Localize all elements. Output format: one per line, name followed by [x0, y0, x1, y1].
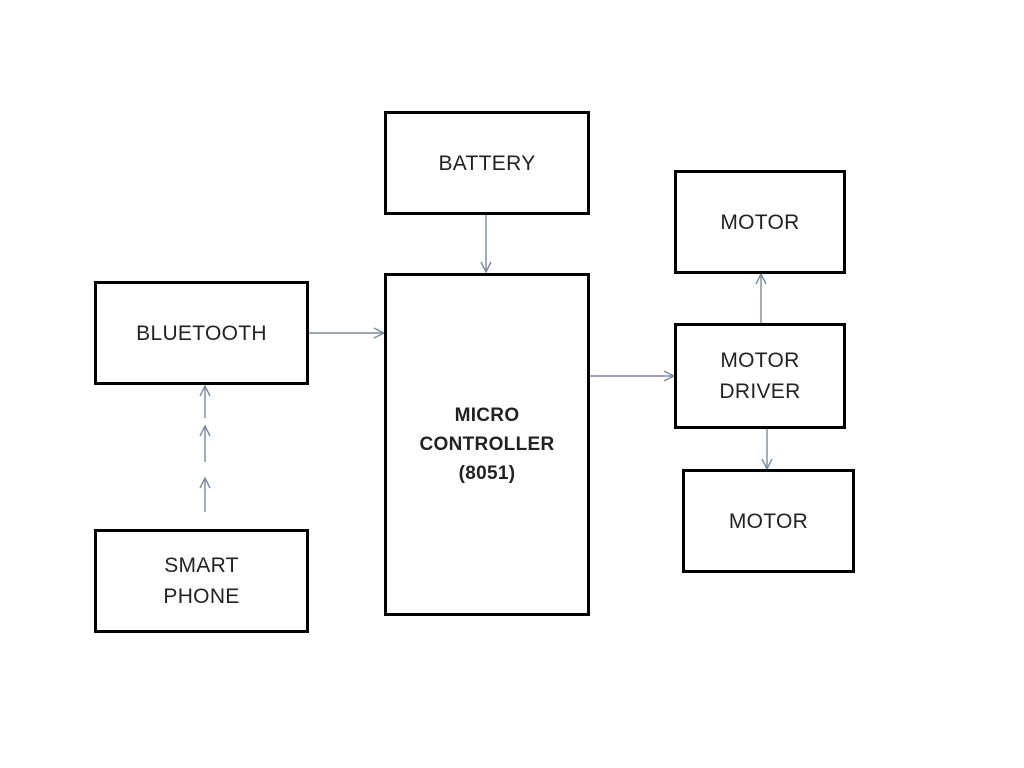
- smart-phone-label: SMART PHONE: [163, 554, 240, 608]
- micro-controller-label: MICRO CONTROLLER (8051): [419, 405, 555, 484]
- battery-label: BATTERY: [438, 151, 536, 175]
- bluetooth-label: BLUETOOTH: [136, 321, 267, 345]
- smart-phone-block: SMART PHONE: [94, 529, 309, 633]
- motor-driver-label: MOTOR DRIVER: [719, 349, 801, 403]
- motor-driver-block: MOTOR DRIVER: [674, 323, 846, 429]
- motor-top-label: MOTOR: [720, 210, 800, 234]
- motor-bottom-label: MOTOR: [728, 509, 809, 533]
- battery-block: BATTERY: [384, 111, 590, 215]
- bluetooth-block: BLUETOOTH: [94, 281, 309, 385]
- motor-top-block: MOTOR: [674, 170, 846, 274]
- micro-controller-block: MICRO CONTROLLER (8051): [384, 273, 590, 616]
- motor-bottom-block: MOTOR: [682, 469, 855, 573]
